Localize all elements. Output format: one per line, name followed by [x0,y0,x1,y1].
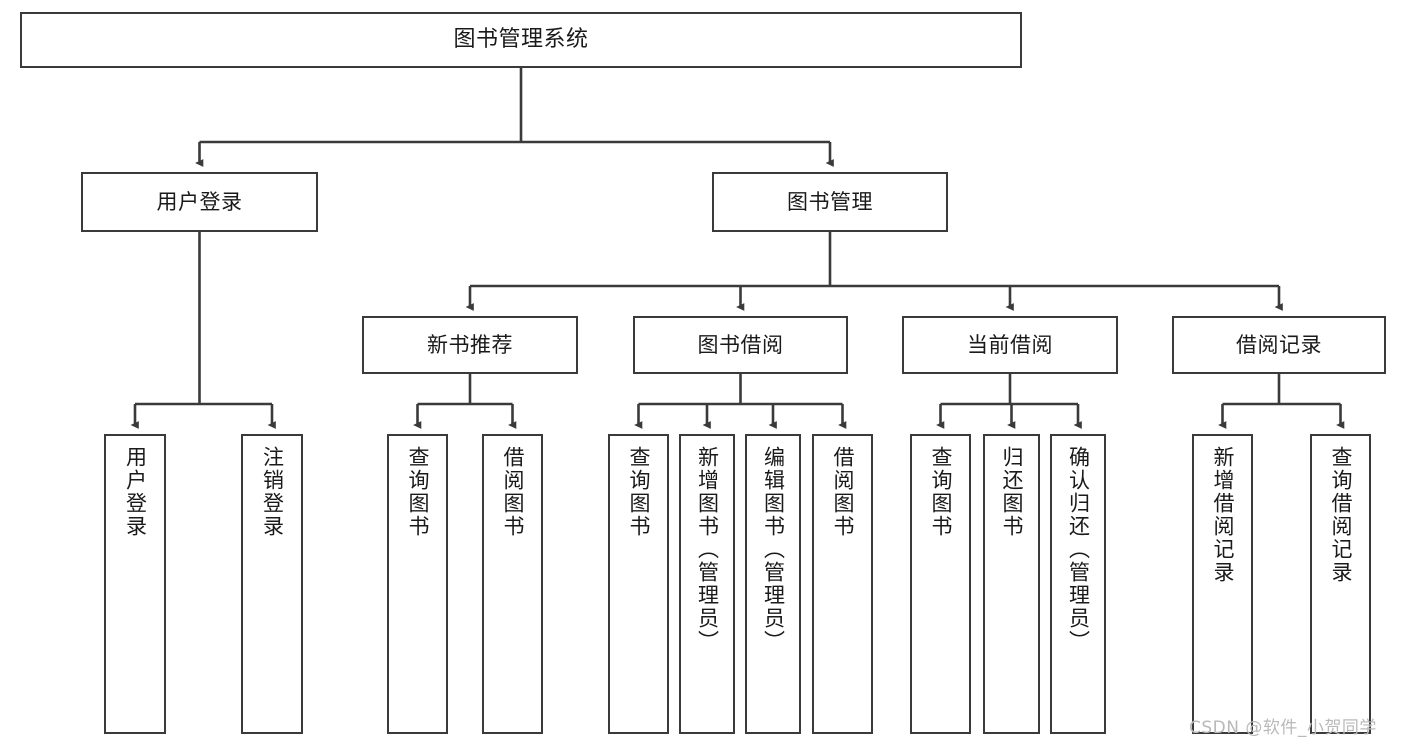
leaf-edit-book[interactable]: 编辑图书（管理员） [745,434,801,734]
node-label: 借阅记录 [1236,332,1322,357]
node-label: 确认归还（管理员） [1066,446,1091,653]
node-label: 新增借阅记录 [1211,446,1235,584]
leaf-confirm-return[interactable]: 确认归还（管理员） [1050,434,1106,734]
leaf-query-borrowing-record[interactable]: 查询借阅记录 [1310,434,1371,734]
node-book-borrowing[interactable]: 图书借阅 [633,316,848,374]
node-label: 注销登录 [260,446,285,538]
node-label: 图书管理 [787,189,873,214]
node-label: 归还图书 [1000,446,1024,538]
node-label: 图书管理系统 [453,27,589,53]
node-label: 查询图书 [929,446,953,538]
leaf-query-book-recommendation[interactable]: 查询图书 [387,434,448,734]
node-current-borrowing[interactable]: 当前借阅 [902,316,1118,374]
leaf-borrow-book-recommendation[interactable]: 借阅图书 [482,434,543,734]
node-user-login[interactable]: 用户登录 [81,172,318,232]
node-label: 用户登录 [156,189,243,214]
node-label: 新增图书（管理员） [695,446,720,653]
leaf-query-book-borrowing[interactable]: 查询图书 [608,434,669,734]
node-new-book-recommendation[interactable]: 新书推荐 [362,316,578,374]
node-book-management[interactable]: 图书管理 [712,172,948,232]
node-label: 查询图书 [406,446,430,538]
node-label: 查询借阅记录 [1329,446,1353,584]
node-label: 查询图书 [627,446,651,538]
node-label: 新书推荐 [427,332,513,357]
node-root[interactable]: 图书管理系统 [20,12,1022,68]
watermark: CSDN @软件_小贺同学 [1189,718,1377,738]
leaf-logout[interactable]: 注销登录 [241,434,303,734]
node-label: 图书借阅 [697,332,784,357]
leaf-add-book[interactable]: 新增图书（管理员） [679,434,735,734]
node-label: 当前借阅 [967,332,1053,357]
node-label: 借阅图书 [831,446,855,538]
node-borrowing-records[interactable]: 借阅记录 [1172,316,1386,374]
leaf-return-book[interactable]: 归还图书 [983,434,1040,734]
leaf-add-borrowing-record[interactable]: 新增借阅记录 [1192,434,1253,734]
leaf-user-login[interactable]: 用户登录 [104,434,166,734]
node-label: 借阅图书 [501,446,525,538]
node-label: 用户登录 [123,446,148,538]
node-label: 编辑图书（管理员） [761,446,786,653]
leaf-borrow-book[interactable]: 借阅图书 [812,434,873,734]
leaf-query-book-current[interactable]: 查询图书 [910,434,971,734]
